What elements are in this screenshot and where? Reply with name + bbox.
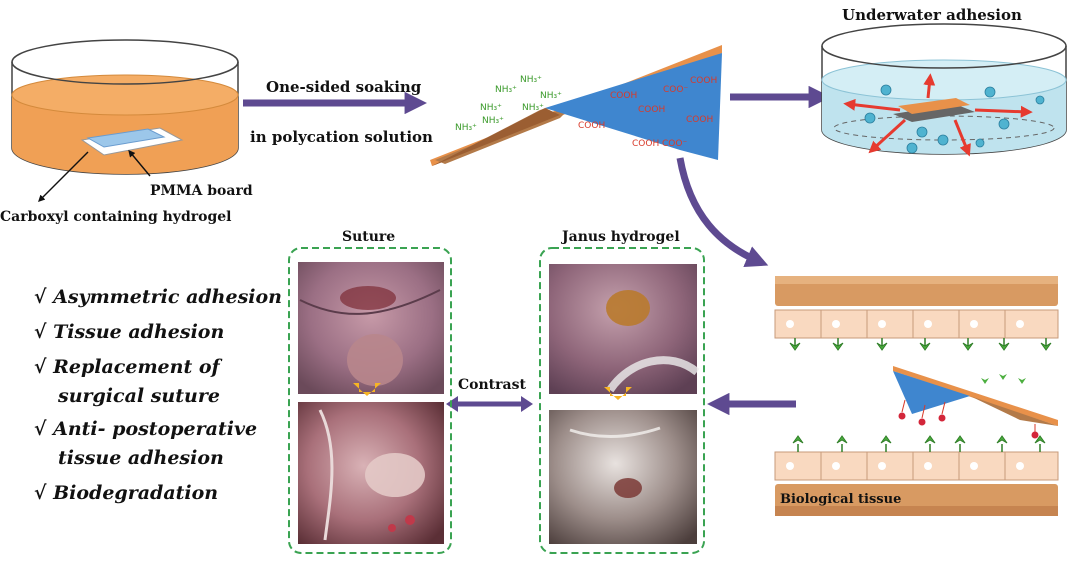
svg-text:COOH: COOH xyxy=(610,91,637,101)
feature-list: √ Asymmetric adhesion √ Tissue adhesion … xyxy=(34,283,282,508)
svg-text:COOH: COOH xyxy=(690,76,717,86)
svg-text:COOH: COOH xyxy=(578,121,605,131)
chem-groups-top: NH₃⁺ NH₃⁺ NH₃⁺ NH₃⁺ NH₃⁺ NH₃⁺ NH₃⁺ COO⁻ … xyxy=(455,75,717,149)
suture-title: Suture xyxy=(342,229,396,245)
feature-anti-adhesion-line1: √ Anti- postoperative xyxy=(34,418,258,440)
hydrogel-sheet-shape xyxy=(86,128,166,148)
petri-dish-underwater xyxy=(821,23,1067,157)
step-label-line1: One-sided soaking xyxy=(266,78,422,96)
feature-replacement-line2: surgical suture xyxy=(58,385,220,407)
feature-anti-adhesion-line2: tissue adhesion xyxy=(58,447,224,469)
janus-panel xyxy=(539,247,705,554)
svg-text:COO⁻: COO⁻ xyxy=(663,85,688,95)
feature-tissue-adhesion: √ Tissue adhesion xyxy=(34,321,225,343)
down-arrow-icon xyxy=(604,387,632,400)
svg-text:COOH: COOH xyxy=(686,115,713,125)
svg-text:NH₃⁺: NH₃⁺ xyxy=(495,85,517,95)
feature-asymmetric-adhesion: √ Asymmetric adhesion xyxy=(34,286,282,308)
svg-text:NH₃⁺: NH₃⁺ xyxy=(480,103,502,113)
arrow-to-tissue xyxy=(676,157,769,268)
svg-text:NH₃⁺: NH₃⁺ xyxy=(482,116,504,126)
svg-text:COO⁻: COO⁻ xyxy=(662,139,687,149)
underwater-title: Underwater adhesion xyxy=(842,6,1022,24)
petri-dish-soaking xyxy=(11,39,239,202)
svg-text:NH₃⁺: NH₃⁺ xyxy=(520,75,542,85)
feature-replacement-line1: √ Replacement of xyxy=(34,356,220,378)
svg-text:NH₃⁺: NH₃⁺ xyxy=(522,103,544,113)
contrast-label: Contrast xyxy=(458,377,526,393)
svg-text:NH₃⁺: NH₃⁺ xyxy=(540,91,562,101)
pmma-label: PMMA board xyxy=(150,183,253,199)
feature-biodegradation: √ Biodegradation xyxy=(34,482,219,504)
svg-text:COOH: COOH xyxy=(638,105,665,115)
contrast-double-arrow xyxy=(446,396,533,412)
suture-panel xyxy=(288,247,452,554)
janus-title: Janus hydrogel xyxy=(562,229,680,245)
down-arrow-icon xyxy=(353,383,381,396)
janus-hydrogel-wedge xyxy=(430,45,722,166)
svg-text:NH₃⁺: NH₃⁺ xyxy=(455,123,477,133)
hydrogel-label: Carboxyl containing hydrogel xyxy=(0,209,232,225)
step-label-line2: in polycation solution xyxy=(250,128,433,146)
tissue-label: Biological tissue xyxy=(780,492,902,507)
tissue-schematic xyxy=(774,276,1059,516)
svg-text:COOH: COOH xyxy=(632,139,659,149)
